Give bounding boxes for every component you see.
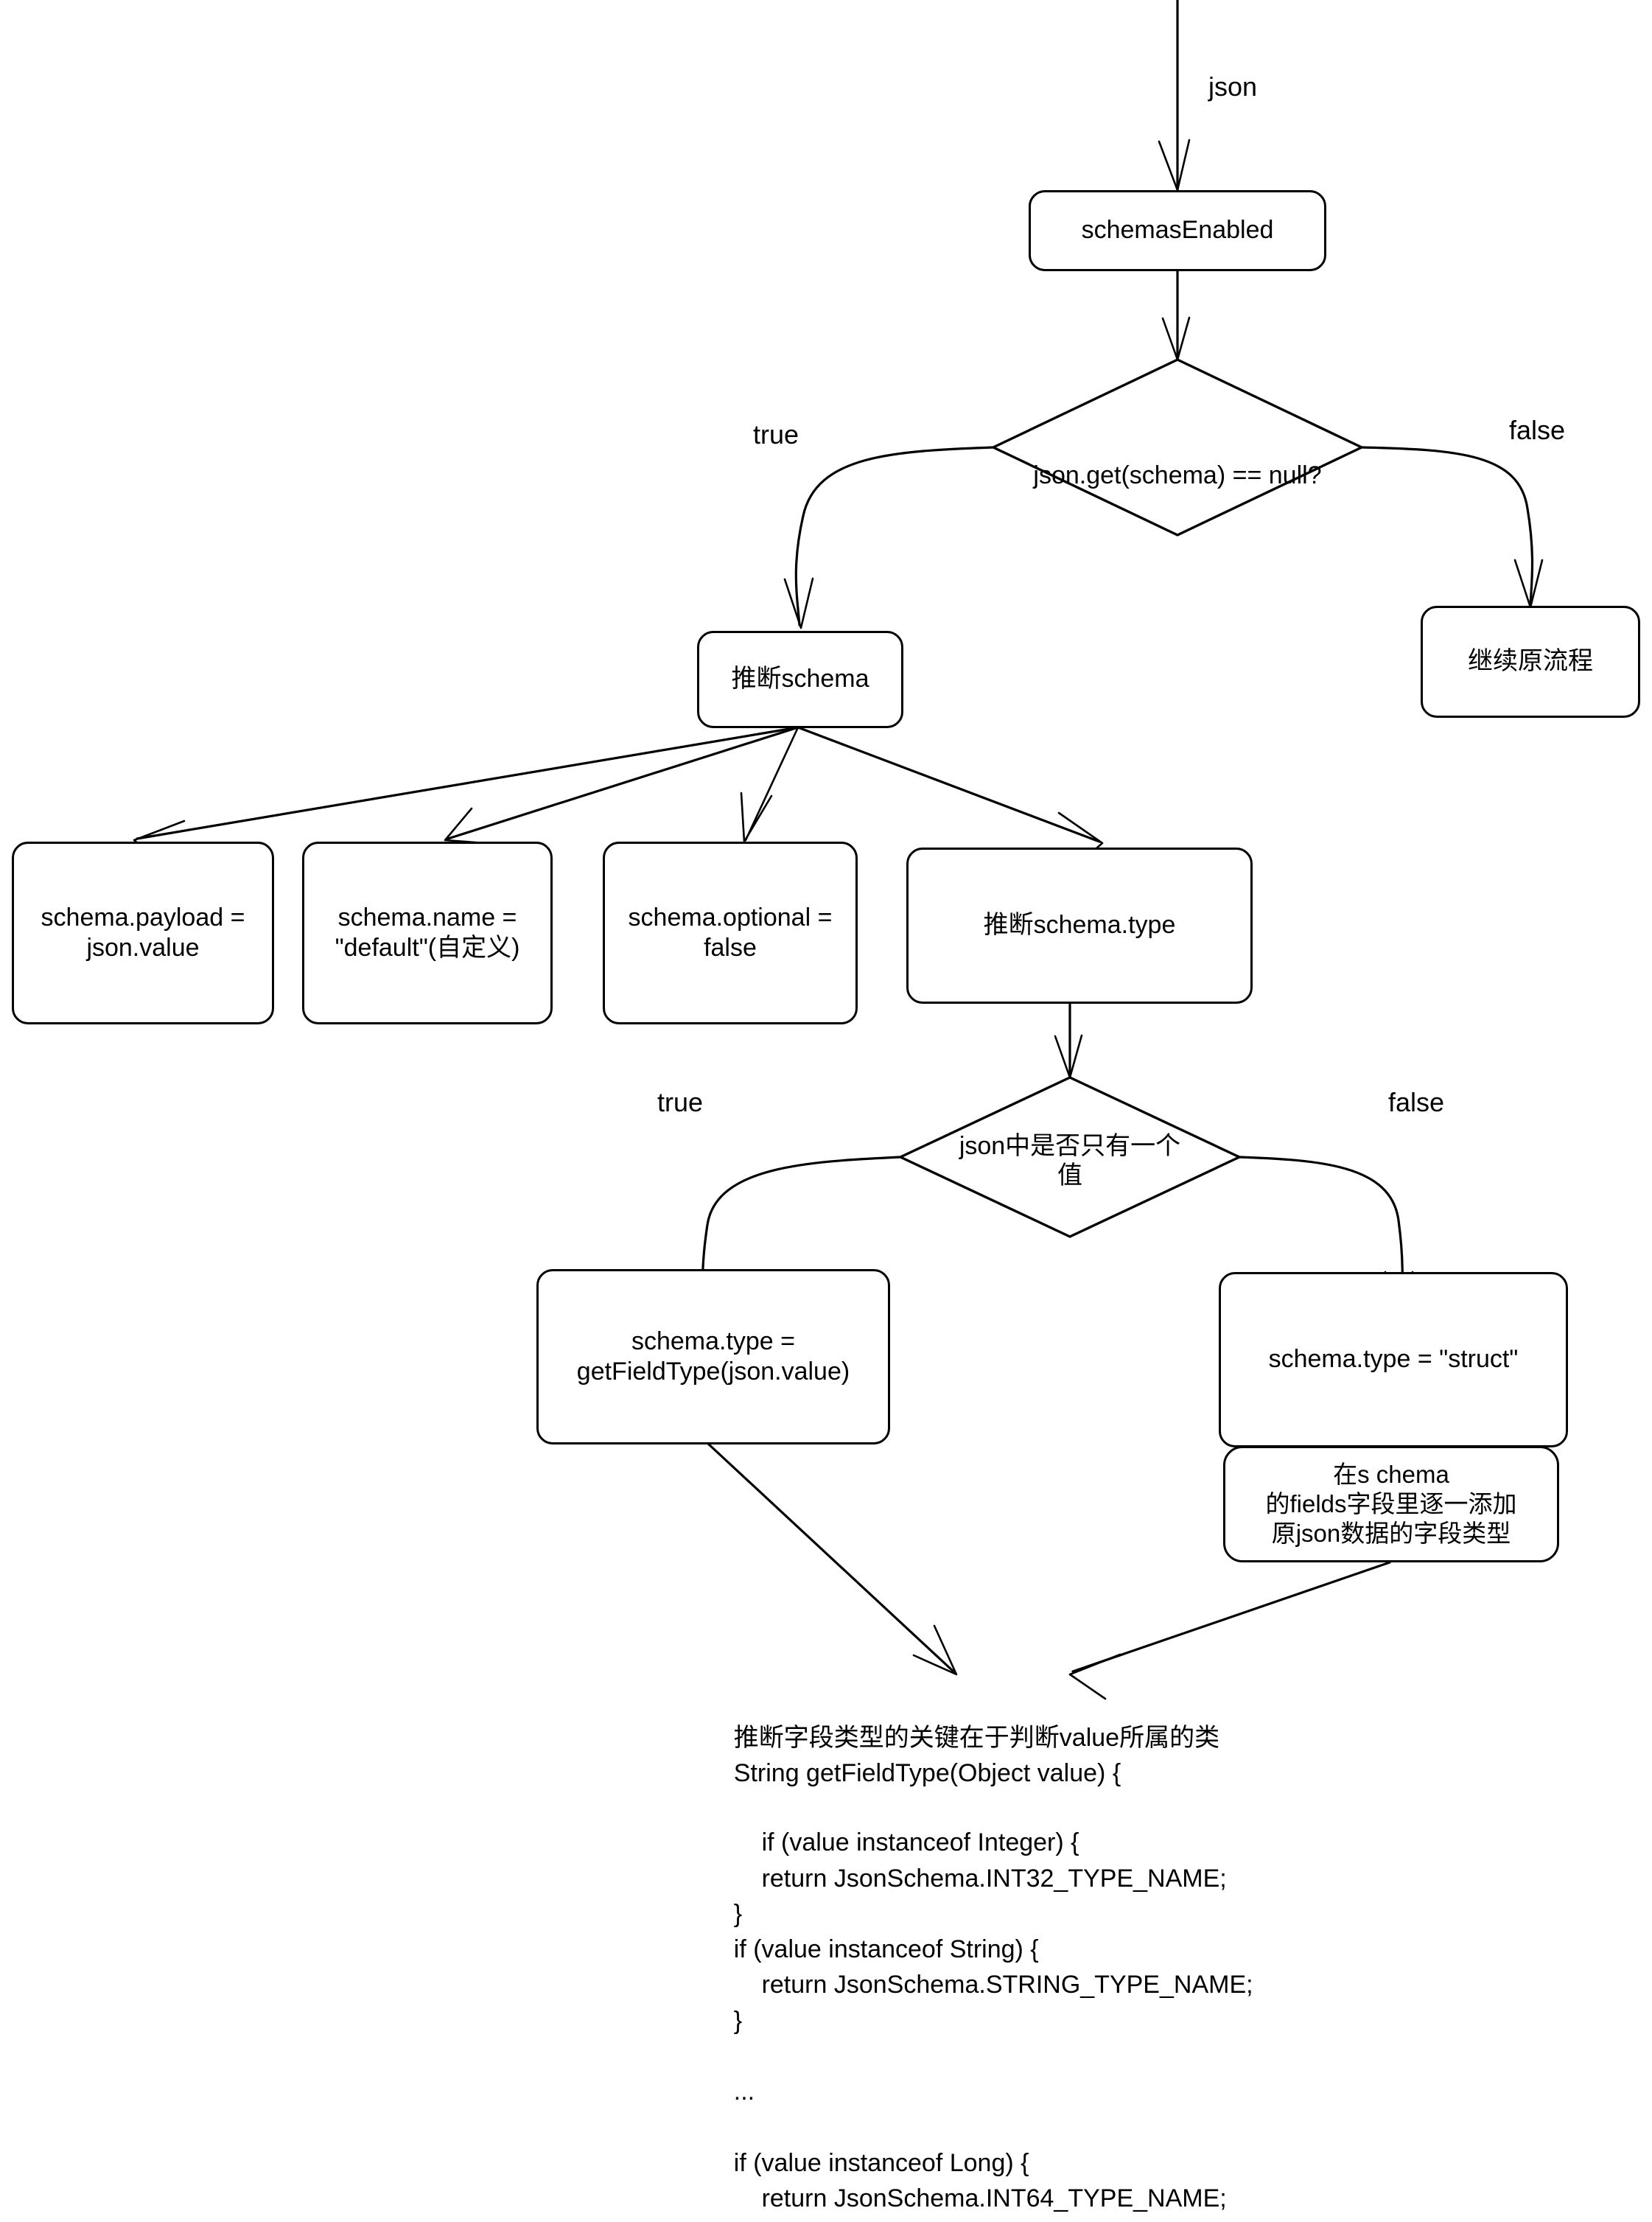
node-label: schema.type = getFieldType(json.value) [576,1327,850,1386]
arrowhead-false1 [1513,559,1544,609]
edge-decision1-true [794,446,995,626]
arrowhead-code-left [912,1624,958,1676]
node-label: schema.payload = json.value [41,903,245,962]
edge-label-false-1: false [1509,417,1565,444]
node-schemas-enabled[interactable]: schemasEnabled [1029,190,1326,271]
node-label: 推断schema [731,665,869,693]
edge-label-true-2: true [657,1089,703,1116]
edge-label-text: false [1388,1087,1445,1117]
node-label: schemasEnabled [1081,216,1274,245]
edge-label-true-1: true [753,422,799,448]
edge-infer-to-payload [136,726,799,840]
edge-decision1-false [1360,446,1534,607]
node-label: 推断schema.type [983,911,1176,940]
node-label: 在s chema 的fields字段里逐一添加 原json数据的字段类型 [1265,1460,1517,1548]
code-body-text: if (value instanceof Integer) { return J… [733,1828,1253,2222]
arrowhead-name [444,807,497,845]
decision1-label: json.get(schema) == null? [993,431,1362,490]
edge-label-json: json [1208,74,1257,100]
code-note-text: 推断字段类型的关键在于判断value所属的类 [733,1724,1220,1753]
arrowhead-optional [740,792,773,843]
edge-label-false-2: false [1388,1089,1444,1116]
node-label: schema.name = "default"(自定义) [335,903,520,962]
edge-label-text: true [657,1087,704,1117]
arrowhead-decision1 [1161,316,1191,361]
node-schema-name[interactable]: schema.name = "default"(自定义) [302,842,553,1024]
code-signature: String getFieldType(Object value) { [706,1720,1121,1827]
node-schema-type-getfieldtype[interactable]: schema.type = getFieldType(json.value) [536,1269,890,1444]
decision2-label: json中是否只有一个 值 [900,1102,1239,1190]
node-schema-optional[interactable]: schema.optional = false [603,842,858,1024]
decision2-text: json中是否只有一个 值 [959,1132,1181,1190]
node-add-fields[interactable]: 在s chema 的fields字段里逐一添加 原json数据的字段类型 [1223,1446,1559,1562]
edge-getfieldtype-to-code [706,1442,955,1673]
edge-label-text: json [1208,71,1258,102]
edge-infer-to-optional [744,726,799,842]
edge-label-text: false [1509,415,1566,445]
code-body: if (value instanceof Integer) { return J… [706,1789,1253,2222]
edge-label-text: true [753,419,799,450]
edge-addfields-to-code [1071,1561,1391,1673]
node-continue-original[interactable]: 继续原流程 [1421,606,1640,718]
node-label: schema.optional = false [628,903,833,962]
node-label: 继续原流程 [1468,647,1593,676]
code-note: 推断字段类型的关键在于判断value所属的类 [706,1685,1219,1792]
node-schema-type-struct[interactable]: schema.type = "struct" [1219,1272,1568,1447]
code-signature-text: String getFieldType(Object value) { [733,1759,1121,1788]
decision1-text: json.get(schema) == null? [1033,461,1322,490]
arrowhead-true1 [783,577,814,629]
node-schema-payload[interactable]: schema.payload = json.value [12,842,274,1024]
node-infer-schema-type[interactable]: 推断schema.type [906,848,1253,1004]
arrowhead-decision2 [1054,1034,1083,1079]
node-label: schema.type = "struct" [1268,1345,1519,1374]
edge-infer-to-typebox [797,726,1101,843]
node-infer-schema[interactable]: 推断schema [697,631,903,728]
arrowhead-json [1158,139,1191,192]
edge-infer-to-name [447,726,799,840]
